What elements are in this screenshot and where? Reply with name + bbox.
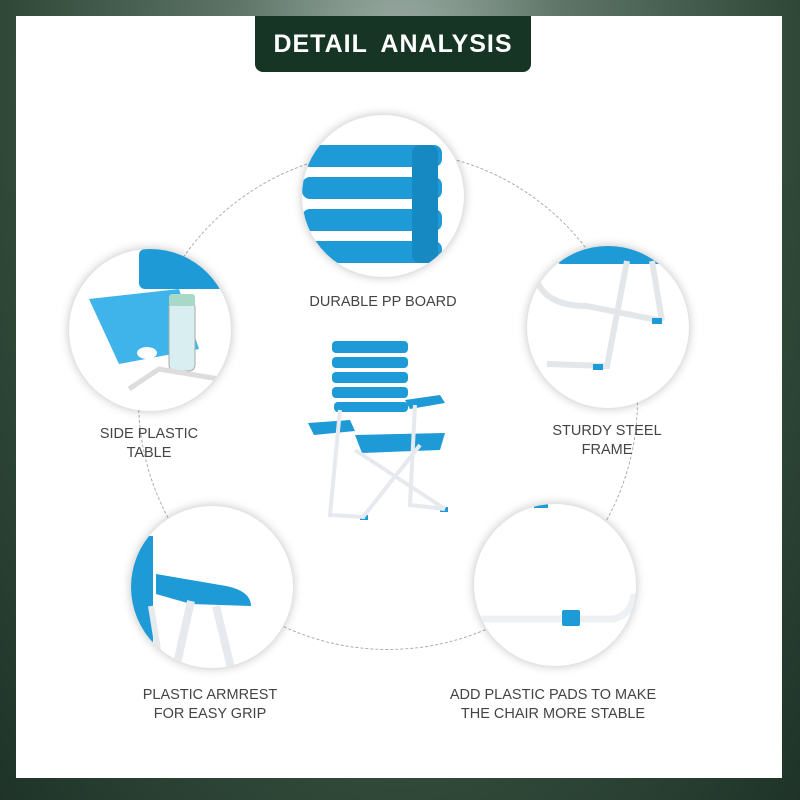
detail-side-table-image: [69, 249, 231, 411]
feature-label-plastic-pads: ADD PLASTIC PADS TO MAKE THE CHAIR MORE …: [449, 687, 657, 722]
feature-label-steel-frame: STURDY STEEL FRAME: [552, 423, 662, 458]
chair-product-image: [300, 335, 460, 525]
page-title: DETAIL ANALYSIS: [255, 16, 531, 72]
detail-pp-board-image: [302, 115, 464, 277]
feature-label-armrest: PLASTIC ARMREST FOR EASY GRIP: [142, 687, 278, 722]
detail-plastic-pads-image: [474, 504, 636, 666]
detail-steel-frame-image: [527, 246, 689, 408]
feature-label-pp-board: DURABLE PP BOARD: [309, 294, 457, 310]
feature-label-side-table: SIDE PLASTIC TABLE: [99, 426, 199, 461]
detail-armrest-image: [131, 506, 293, 668]
